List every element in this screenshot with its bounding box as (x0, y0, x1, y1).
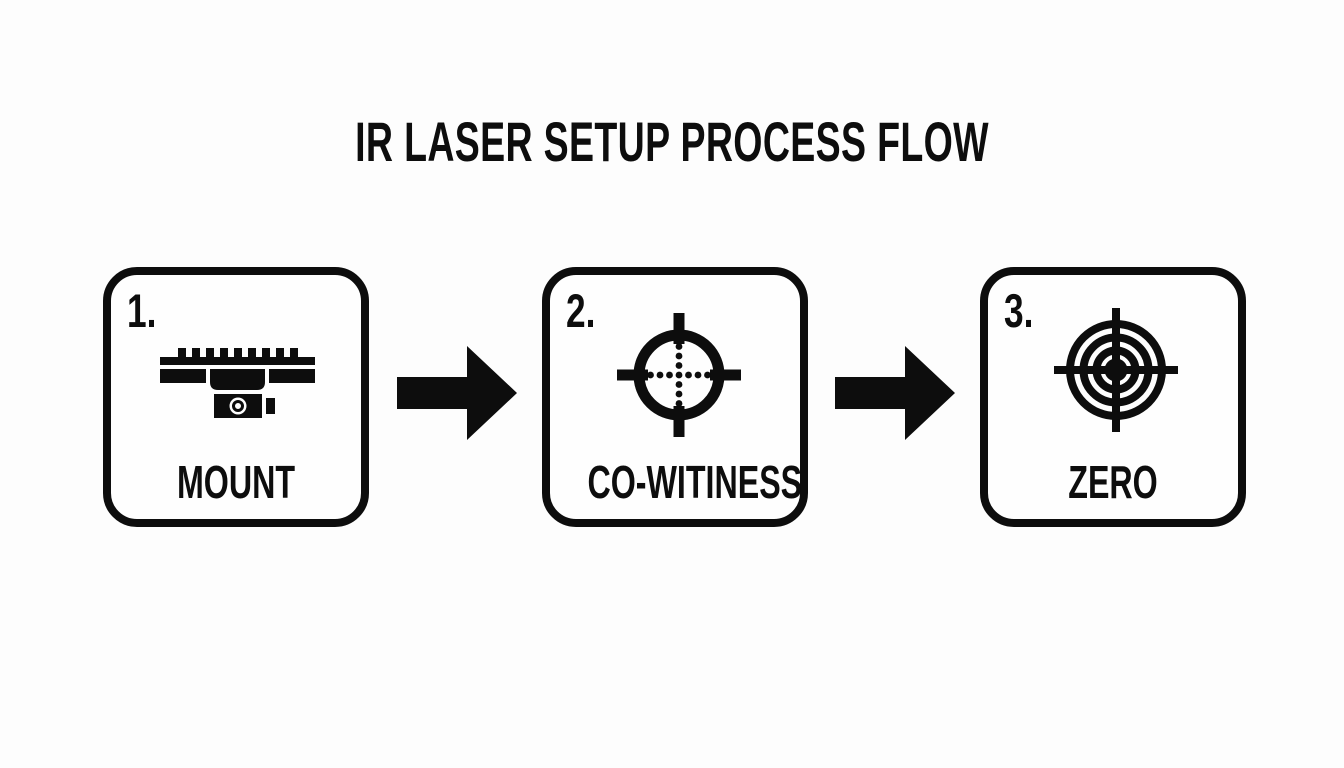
step-number: 1. (127, 284, 157, 337)
step-box-zero: 3. ZERO (980, 267, 1246, 527)
picatinny-rail-mount-icon (160, 348, 315, 418)
arrow-right-icon (835, 346, 955, 440)
step-label: MOUNT (176, 456, 296, 508)
step-label: CO-WITINESS (587, 456, 803, 508)
step-number: 3. (1004, 284, 1034, 337)
step-label: ZERO (1068, 456, 1158, 508)
step-box-co-witness: 2. (542, 267, 808, 527)
bullseye-target-icon (1054, 308, 1178, 432)
step-box-mount: 1. (103, 267, 369, 527)
step-number: 2. (566, 284, 596, 337)
arrow-right-icon (397, 346, 517, 440)
diagram-title: IR LASER SETUP PROCESS FLOW (355, 110, 989, 173)
crosshair-reticle-icon (617, 313, 741, 437)
